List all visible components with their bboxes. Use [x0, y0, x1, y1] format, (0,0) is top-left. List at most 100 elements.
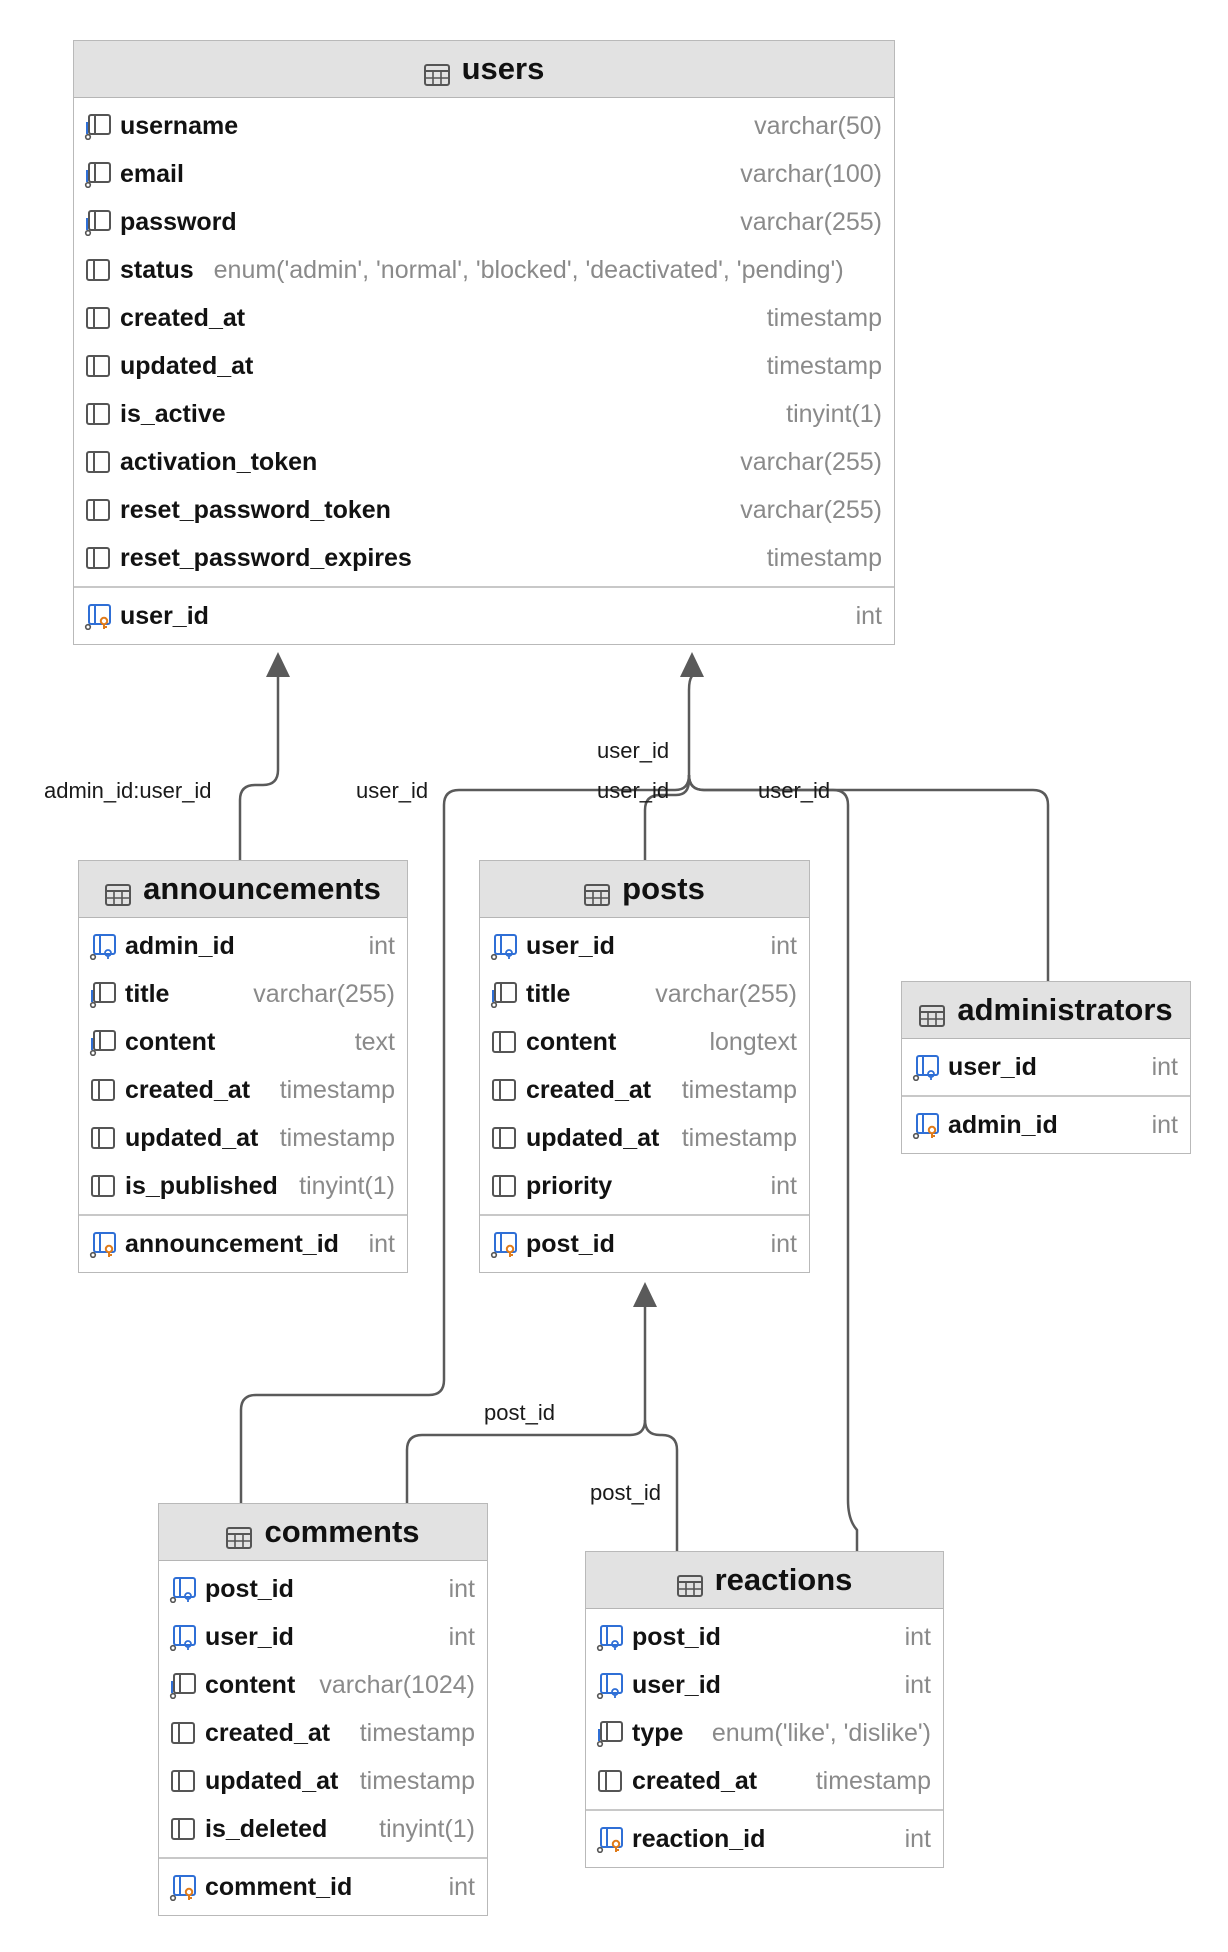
column-name: email: [120, 159, 184, 188]
column-name: title: [526, 979, 571, 1008]
entity-header[interactable]: users: [74, 41, 894, 98]
connector-reactions-posts[interactable]: [643, 1419, 679, 1561]
relationship-label: user_id: [597, 778, 670, 803]
connector-posts-users[interactable]: [643, 670, 694, 865]
primary-key-icon: [490, 1230, 518, 1259]
foreign-key-icon: [596, 1623, 624, 1652]
connector-comments-users[interactable]: [239, 774, 691, 1510]
entity-header[interactable]: posts: [480, 861, 809, 918]
column-name: updated_at: [125, 1123, 259, 1152]
column-type: int: [770, 1229, 797, 1258]
column-icon: [169, 1815, 197, 1843]
connector-announcements-users[interactable]: [238, 670, 280, 865]
connector-comments-posts[interactable]: [405, 1300, 647, 1510]
column-name: priority: [526, 1171, 613, 1200]
column-row[interactable]: updated_at timestamp: [159, 1757, 487, 1805]
table-icon: [584, 878, 611, 906]
column-name: reset_password_token: [120, 495, 391, 524]
primary-key-row[interactable]: comment_id int: [159, 1863, 487, 1911]
column-type: varchar(255): [740, 207, 882, 236]
column-name: user_id: [948, 1052, 1037, 1081]
column-name: comment_id: [205, 1872, 353, 1901]
foreign-key-icon: [169, 1623, 197, 1652]
entity-header[interactable]: announcements: [79, 861, 407, 918]
column-type: longtext: [709, 1027, 797, 1056]
column-icon: [84, 544, 112, 572]
column-index-icon: [89, 980, 117, 1009]
column-type: timestamp: [681, 1123, 797, 1152]
column-type: int: [448, 1872, 475, 1901]
column-name: updated_at: [205, 1766, 339, 1795]
column-type: timestamp: [359, 1766, 475, 1795]
connector-administrators-users[interactable]: [687, 774, 1050, 985]
column-icon: [490, 1028, 518, 1056]
column-type: varchar(255): [740, 447, 882, 476]
entity-header[interactable]: comments: [159, 1504, 487, 1561]
table-icon: [105, 878, 132, 906]
column-type: int: [368, 1229, 395, 1258]
entity-header[interactable]: reactions: [586, 1552, 943, 1609]
entity-header[interactable]: administrators: [902, 982, 1190, 1039]
relationship-label: admin_id:user_id: [44, 778, 212, 803]
column-name: created_at: [120, 303, 246, 332]
column-icon: [169, 1719, 197, 1747]
column-type: tinyint(1): [786, 399, 882, 428]
primary-key-list: comment_id int: [159, 1857, 487, 1915]
column-name: updated_at: [120, 351, 254, 380]
column-icon: [490, 1172, 518, 1200]
column-name: username: [120, 111, 239, 140]
column-type: timestamp: [815, 1766, 931, 1795]
entity-title: announcements: [143, 871, 381, 906]
